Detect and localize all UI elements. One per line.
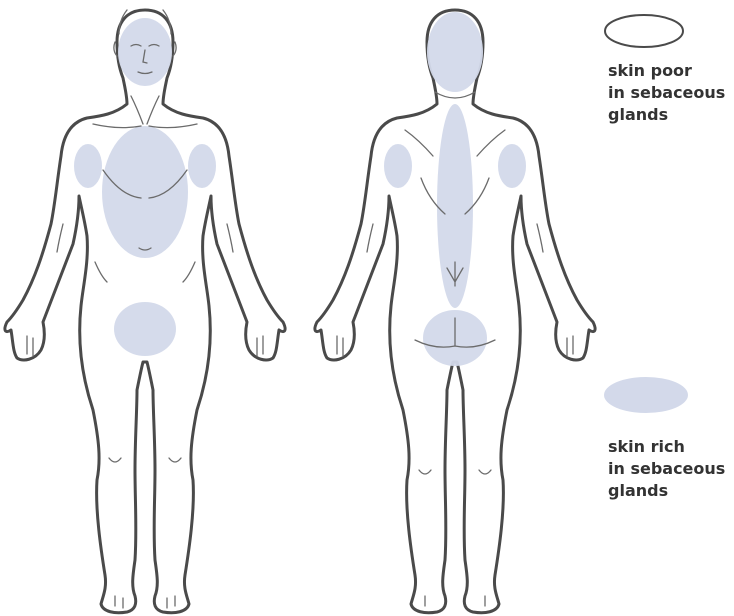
legend-rich-swatch bbox=[604, 377, 688, 413]
front-right-shoulder-region bbox=[188, 144, 216, 188]
back-left-shoulder-region bbox=[384, 144, 412, 188]
legend-rich-line-3: glands bbox=[608, 480, 732, 502]
legend-rich-label: skin rich in sebaceous glands bbox=[608, 436, 732, 502]
front-left-shoulder-region bbox=[74, 144, 102, 188]
front-groin-region bbox=[114, 302, 176, 356]
back-head-region bbox=[427, 12, 483, 92]
back-right-shoulder-region bbox=[498, 144, 526, 188]
legend-poor-line-2: in sebaceous bbox=[608, 82, 732, 104]
legend-poor-swatch bbox=[605, 15, 683, 47]
front-chest-region bbox=[102, 126, 188, 258]
legend-rich-line-1: skin rich bbox=[608, 436, 732, 458]
front-view bbox=[5, 10, 285, 613]
legend-rich-line-2: in sebaceous bbox=[608, 458, 732, 480]
legend-poor-line-1: skin poor bbox=[608, 60, 732, 82]
legend-poor-label: skin poor in sebaceous glands bbox=[608, 60, 732, 126]
back-view bbox=[315, 10, 595, 613]
legend-poor-line-3: glands bbox=[608, 104, 732, 126]
